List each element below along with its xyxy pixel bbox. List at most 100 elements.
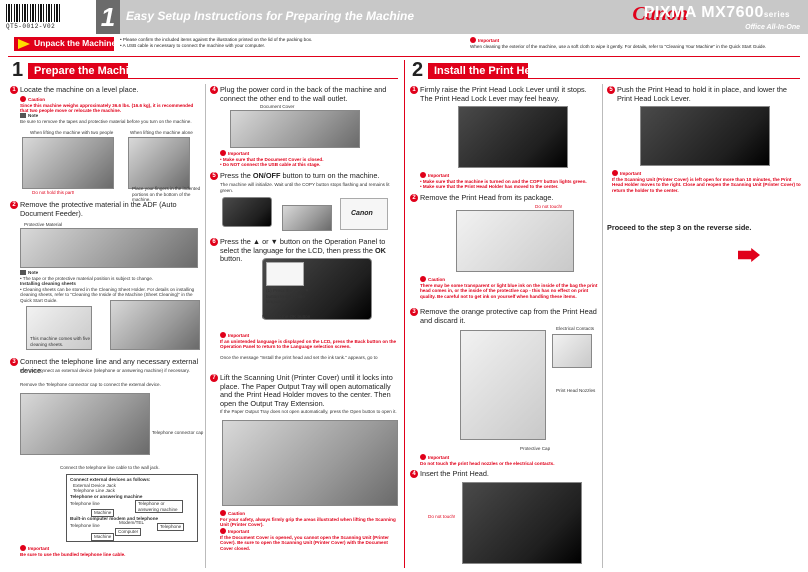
step-badge: 5 [607, 86, 615, 94]
header-bar [0, 0, 808, 34]
step-badge: 3 [410, 308, 418, 316]
step-badge: 5 [210, 172, 218, 180]
s1-step6-once: Once the message "Install the print head… [220, 355, 378, 360]
document-cover-label: Document Cover [260, 104, 295, 109]
proceed-text: Proceed to the step 3 on the reverse sid… [607, 223, 752, 232]
protective-material-label: Protective Material [24, 222, 63, 227]
warning-icon [470, 37, 476, 43]
note-icon [20, 113, 26, 118]
wall-jack-caption: Connect the telephone line cable to the … [60, 465, 160, 470]
s2-step3-text: Remove the orange protective cap from th… [420, 307, 597, 325]
power-cord-image [230, 110, 360, 148]
telephone-connection-image [20, 393, 150, 455]
section-divider [404, 60, 405, 568]
protective-cap-label: Protective Cap [520, 446, 551, 451]
on-off-button-image [222, 197, 272, 227]
connection-diagram: Connect external devices as follows: Ext… [66, 474, 198, 542]
cleaning-sheets-caption: This machine comes with five cleaning sh… [30, 336, 90, 347]
lcd-canon-text: Canon [351, 210, 373, 217]
section2-number: 2 [412, 59, 424, 81]
barcode-text: QT5-0012-V02 [6, 23, 56, 30]
step-badge: 7 [210, 374, 218, 382]
brand-logo: Canon [632, 3, 688, 25]
warning-icon [220, 528, 226, 534]
step-badge: 1 [10, 86, 18, 94]
header-step-number: 1 [96, 0, 120, 34]
section2-title: Install the Print Head [434, 65, 544, 77]
electrical-contacts-label: Electrical Contacts [556, 326, 595, 331]
section1-bar [28, 63, 128, 79]
s2-step2-text: Remove the Print Head from its package. [420, 193, 554, 202]
contacts-detail-image [552, 334, 592, 368]
s2-step1-important: Important• Make sure that the machine is… [420, 172, 587, 190]
step-badge: 2 [10, 201, 18, 209]
header-title: Easy Setup Instructions for Preparing th… [126, 9, 415, 23]
s1-step3-text: Connect the telephone line and any neces… [20, 357, 199, 375]
barcode [6, 4, 60, 22]
s1-step2-notes: Note • The tape or the protective materi… [20, 270, 195, 303]
section1-underline [128, 78, 398, 79]
s1-step1-cap-bottom-left: Do not hold this part! [32, 190, 75, 195]
adf-image [20, 228, 198, 268]
s1-step3-sub1: You can connect an external device (tele… [20, 368, 190, 373]
print-head-package-image [456, 210, 574, 272]
nozzles-label: Print Head Nozzles [556, 388, 596, 393]
s1-step7-sub: If the Paper Output Tray does not open a… [220, 409, 397, 414]
caution-icon [420, 276, 426, 282]
insert-print-head-image [462, 482, 582, 564]
s1-step4-text: Plug the power cord in the back of the m… [220, 85, 387, 103]
lift-two-people-image [22, 137, 114, 189]
section1-number: 1 [12, 59, 24, 81]
section2-underline [528, 78, 800, 79]
next-page-arrow-icon [738, 248, 760, 262]
s1-step5-text: Press the ON/OFF button to turn on the m… [220, 171, 380, 180]
telephone-cap-label: Telephone connector cap [152, 430, 204, 435]
s1-step2-text: Remove the protective material in the AD… [20, 200, 177, 218]
language-lcd [266, 262, 304, 286]
caution-icon [20, 96, 26, 102]
arrow-icon [18, 39, 30, 49]
unpack-important: Important When cleaning the exterior of … [470, 37, 767, 49]
warning-icon [612, 170, 618, 176]
column-divider [602, 84, 603, 568]
note-icon [20, 270, 26, 275]
do-not-touch-label-2: Do not touch! [428, 514, 456, 519]
warning-icon [220, 150, 226, 156]
s1-step1-cap-bottom-right: Place your fingers in the indented porti… [132, 186, 201, 203]
warning-icon [20, 545, 26, 551]
s1-step5-sub: The machine will initialize. Wait until … [220, 182, 390, 193]
header-barcode-area: QT5-0012-V02 [0, 0, 96, 34]
step-badge: 3 [10, 358, 18, 366]
s1-step6-text: Press the ▲ or ▼ button on the Operation… [220, 237, 386, 263]
lock-lever-image [458, 106, 568, 168]
s2-step5-text: Push the Print Head to hold it in place,… [617, 85, 787, 103]
step-badge: 1 [410, 86, 418, 94]
unpack-label: Unpack the Machine [34, 38, 117, 48]
header-subtitle: Office All-In-One [745, 24, 800, 31]
s1-step6-cap1: (1) Press the ▲ or ▼ button to select th… [266, 288, 310, 305]
machine-small-image [282, 205, 332, 231]
s1-step4-important: Important• Make sure that the Document C… [220, 150, 324, 168]
model-name: PIXMA MX7600series [643, 4, 790, 21]
warning-icon [220, 332, 226, 338]
top-divider [8, 56, 800, 57]
step-badge: 6 [210, 238, 218, 246]
unpack-bar [14, 37, 114, 51]
unpack-bullets: • Please confirm the included items agai… [120, 37, 313, 48]
print-head-image [460, 330, 546, 440]
step-badge: 2 [410, 194, 418, 202]
lift-alone-image [128, 137, 190, 189]
section2-bar [428, 63, 528, 79]
step-badge: 4 [210, 86, 218, 94]
column-divider [205, 84, 206, 568]
s2-step1-text: Firmly raise the Print Head Lock Lever u… [420, 85, 587, 103]
s1-step1-text: Locate the machine on a level place. [20, 85, 139, 94]
cleaning-sheets-image [26, 306, 92, 350]
